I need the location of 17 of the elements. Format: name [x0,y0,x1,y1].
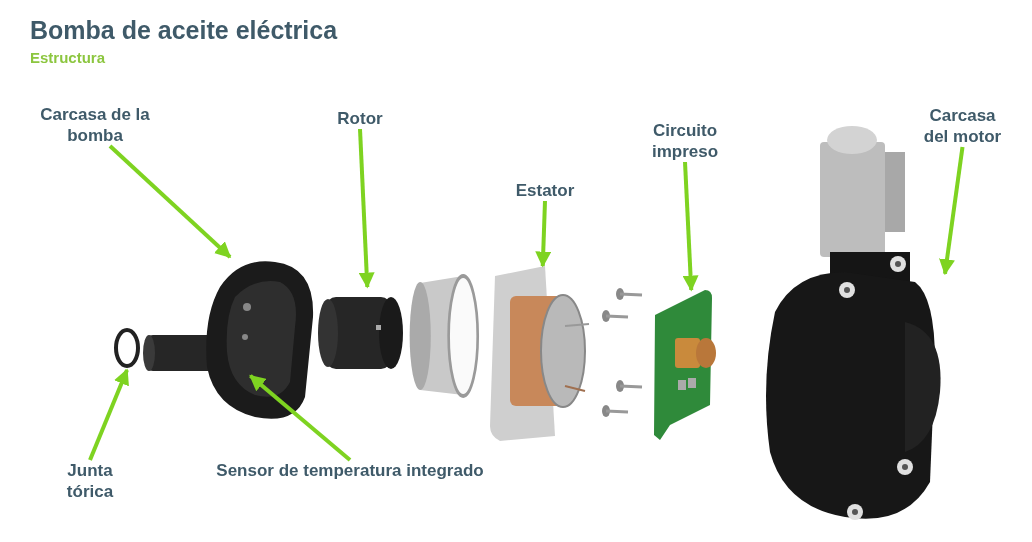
part-label: Estator [500,180,590,201]
part-label: Sensor de temperatura integrado [215,460,485,481]
leader-arrow [535,200,552,268]
leader-arrow [682,161,699,292]
leader-arrow [108,144,232,259]
leader-arrow [88,368,129,461]
part-label: Junta tórica [45,460,135,502]
diagram-title: Bomba de aceite eléctrica [30,16,338,45]
part-label: Carcasa de la bomba [20,104,170,146]
part-label: Rotor [325,108,395,129]
leader-arrow [249,374,352,462]
part-label: Circuito impreso [635,120,735,162]
part-label: Carcasa del motor [915,105,1010,147]
o-ring-drawing [112,326,142,370]
leader-arrow [939,146,965,276]
subtitle: Estructura [30,49,106,66]
leader-arrow [358,128,375,289]
